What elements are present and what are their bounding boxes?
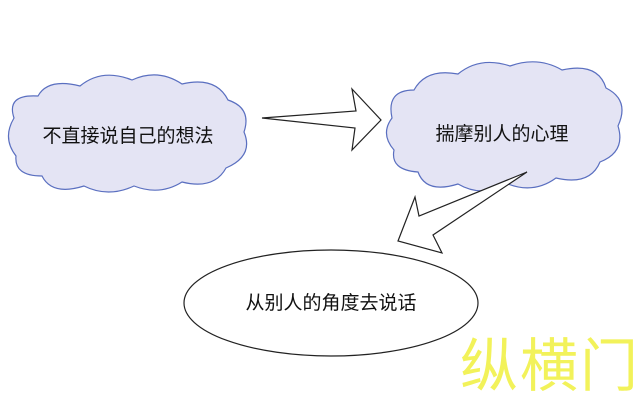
ellipse-shape-bottom <box>183 249 479 357</box>
arrow-right-to-bottom <box>397 171 528 254</box>
cloud-shape-left <box>7 74 248 193</box>
watermark-text: 纵横门 <box>460 332 640 400</box>
cloud-shape-right <box>385 61 623 192</box>
cloud-label-right: 揣摩别人的心理 <box>435 123 568 145</box>
ellipse-node-bottom: 从别人的角度去说话 <box>183 249 479 357</box>
ellipse-label-bottom: 从别人的角度去说话 <box>245 292 416 314</box>
arrow-left-to-right <box>261 87 382 152</box>
cloud-label-left: 不直接说自己的想法 <box>42 125 213 147</box>
cloud-node-right: 揣摩别人的心理 <box>385 61 623 192</box>
cloud-node-left: 不直接说自己的想法 <box>7 74 248 193</box>
